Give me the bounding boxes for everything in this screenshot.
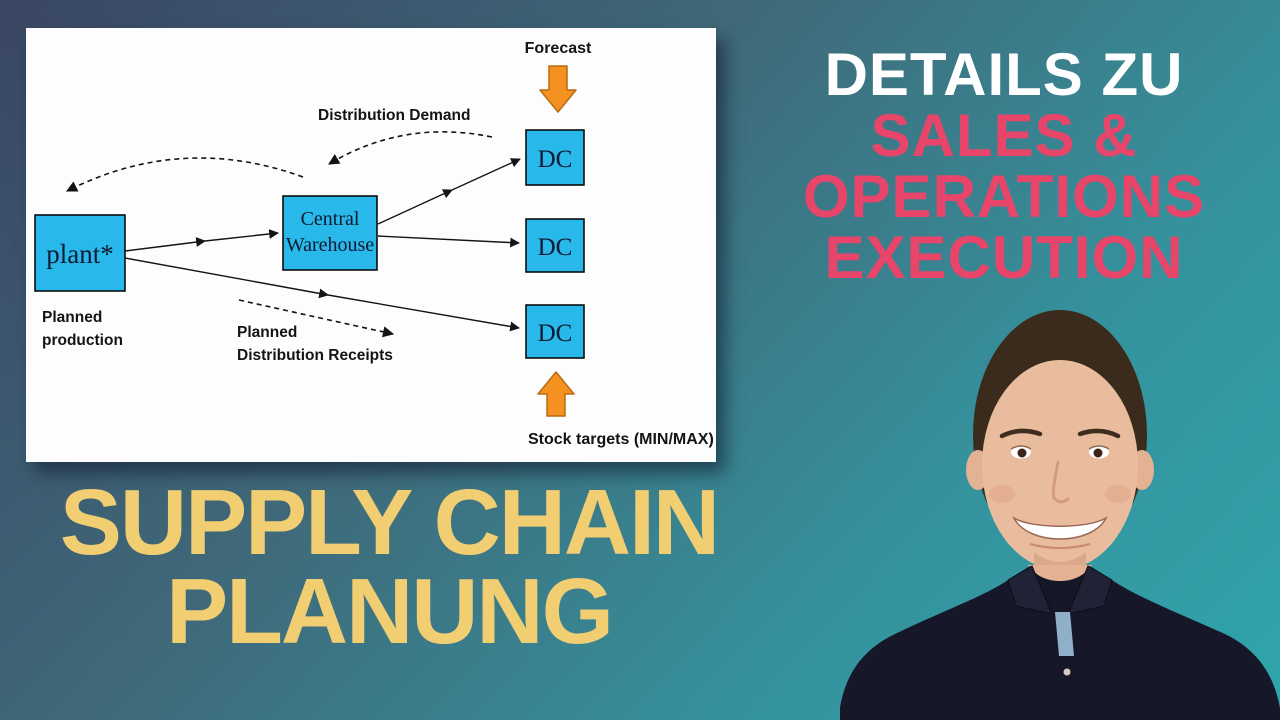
presenter-cheek-left: [989, 485, 1015, 503]
dashed-arrow-demand-to-warehouse: [328, 131, 493, 165]
dc3-node: [525, 304, 585, 359]
presenter-collar-left: [1007, 565, 1053, 615]
presenter-face: [982, 360, 1138, 570]
arrow-plant-to-dc3: [124, 257, 520, 332]
forecast-down-arrow-icon: [539, 65, 577, 113]
presenter-placket: [1055, 612, 1074, 656]
dc2-node: [525, 218, 585, 273]
presenter-iris-left: [1017, 448, 1027, 458]
arrow-warehouse-to-dc2: [377, 235, 520, 248]
presenter-eyelid-left: [1010, 445, 1032, 450]
planned-receipts-label-line2: Distribution Receipts: [237, 347, 393, 364]
headline-planung: PLANUNG: [166, 559, 614, 663]
dc2-node-label: DC: [538, 234, 573, 261]
headline-supply-chain: SUPPLY CHAIN: [59, 470, 720, 574]
planned-production-label-line1: Planned: [42, 309, 102, 326]
headline-execution: EXECUTION: [824, 224, 1184, 291]
presenter-photo: [840, 310, 1280, 720]
planned-receipts-label-line1: Planned: [237, 324, 297, 341]
headline-bottom: SUPPLY CHAIN PLANUNG: [6, 470, 772, 663]
arrow-warehouse-to-dc1: [377, 158, 521, 225]
headline-right: DETAILS ZU SALES & OPERATIONS EXECUTION: [726, 44, 1280, 288]
presenter-iris-right: [1093, 448, 1103, 458]
plant-node: [34, 214, 126, 292]
dc1-node-label: DC: [538, 146, 573, 173]
dc1-node: [525, 129, 585, 186]
presenter-lower-lip: [1029, 543, 1091, 549]
dashed-arrow-demand-to-plant: [65, 157, 304, 192]
headline-details-zu: DETAILS ZU: [824, 41, 1184, 108]
dc3-node-label: DC: [538, 320, 573, 347]
central-warehouse-node: [282, 195, 378, 271]
distribution-demand-label: Distribution Demand: [318, 107, 470, 124]
headline-sales: SALES &: [870, 102, 1138, 169]
presenter-eyebrow-left: [999, 428, 1043, 439]
plant-node-label: plant*: [46, 239, 114, 269]
supply-chain-diagram: plant* Central Warehouse DC DC DC Foreca…: [34, 40, 714, 448]
stock-targets-label: Stock targets (MIN/MAX): [528, 431, 714, 448]
headline-operations: OPERATIONS: [802, 163, 1206, 230]
supply-chain-diagram-panel: plant* Central Warehouse DC DC DC Foreca…: [26, 28, 716, 462]
dashed-arrow-planned-receipts: [238, 299, 395, 338]
presenter-smile: [1012, 515, 1108, 540]
central-warehouse-label-line1: Central: [301, 208, 360, 230]
stock-targets-up-arrow-icon: [537, 371, 575, 417]
planned-production-label-line2: production: [42, 332, 123, 349]
presenter-button: [1063, 668, 1071, 676]
forecast-label: Forecast: [525, 40, 592, 57]
presenter-cheek-right: [1105, 485, 1131, 503]
central-warehouse-label-line2: Warehouse: [286, 234, 374, 256]
arrow-plant-to-warehouse: [124, 229, 279, 252]
presenter-nose: [1051, 460, 1070, 504]
presenter-eyebrow-right: [1077, 428, 1121, 439]
presenter-eyelid-right: [1088, 445, 1110, 450]
